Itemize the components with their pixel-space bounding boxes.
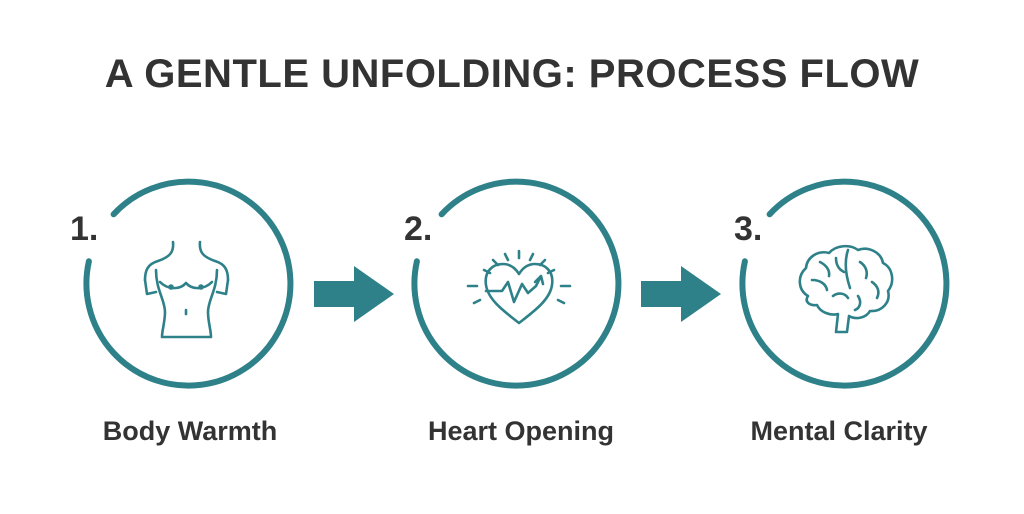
diagram-title: A GENTLE UNFOLDING: PROCESS FLOW	[104, 52, 920, 96]
heart-pulse-icon	[466, 249, 572, 325]
step-3-label: Mental Clarity	[750, 416, 928, 446]
brain-icon	[798, 244, 894, 334]
step-3-ring	[739, 178, 950, 389]
step-1-number: 1.	[70, 210, 99, 248]
step-3-number: 3.	[734, 210, 763, 248]
step-2-ring	[411, 178, 622, 389]
arrow-1-to-2-icon	[314, 266, 394, 322]
torso-icon	[143, 240, 230, 339]
step-1-ring	[83, 178, 294, 389]
step-2-label: Heart Opening	[427, 416, 615, 446]
step-2-number: 2.	[404, 210, 433, 248]
step-1-label: Body Warmth	[102, 416, 278, 446]
arrow-2-to-3-icon	[641, 266, 721, 322]
